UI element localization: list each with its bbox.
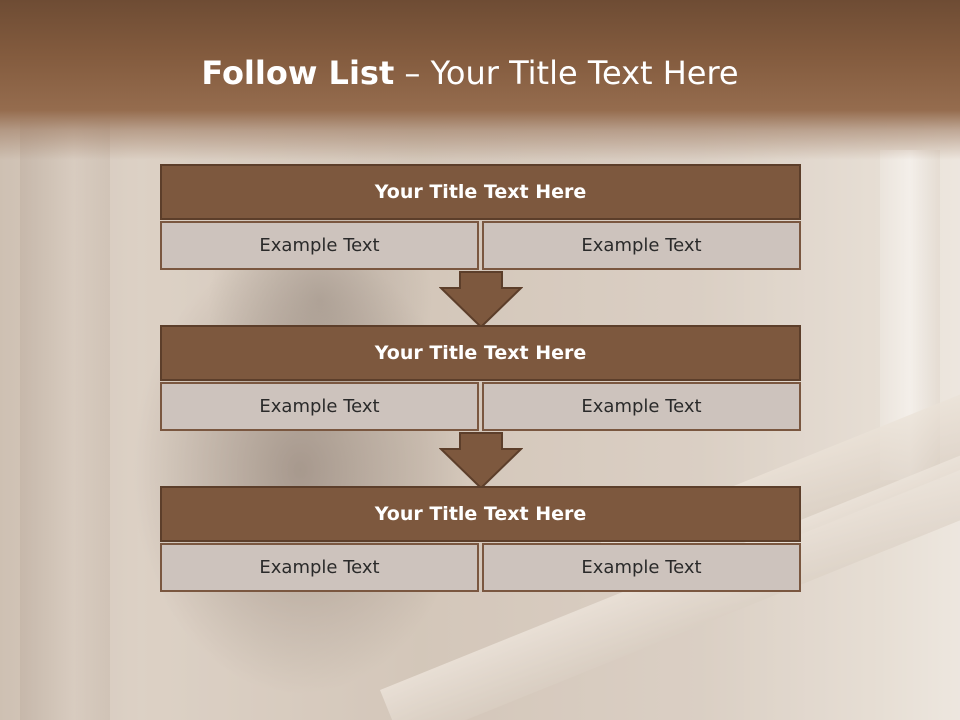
title-band	[0, 0, 960, 160]
slide-title-bold: Follow List	[201, 54, 395, 92]
follow-block-1: Your Title Text Here Example Text Exampl…	[160, 164, 801, 270]
background-post-left	[20, 120, 110, 720]
block-row: Example Text Example Text	[160, 382, 801, 431]
block-cell-left: Example Text	[160, 382, 479, 431]
block-title: Your Title Text Here	[160, 486, 801, 542]
block-cell-right: Example Text	[482, 221, 801, 270]
block-cell-right: Example Text	[482, 382, 801, 431]
slide-title-rest: – Your Title Text Here	[394, 54, 739, 92]
down-arrow-icon	[439, 271, 523, 329]
block-title: Your Title Text Here	[160, 164, 801, 220]
block-cell-right: Example Text	[482, 543, 801, 592]
block-row: Example Text Example Text	[160, 543, 801, 592]
block-row: Example Text Example Text	[160, 221, 801, 270]
block-cell-left: Example Text	[160, 543, 479, 592]
block-title: Your Title Text Here	[160, 325, 801, 381]
follow-block-3: Your Title Text Here Example Text Exampl…	[160, 486, 801, 592]
down-arrow-icon	[439, 432, 523, 490]
follow-block-2: Your Title Text Here Example Text Exampl…	[160, 325, 801, 431]
slide-title: Follow List – Your Title Text Here	[0, 54, 940, 92]
block-cell-left: Example Text	[160, 221, 479, 270]
